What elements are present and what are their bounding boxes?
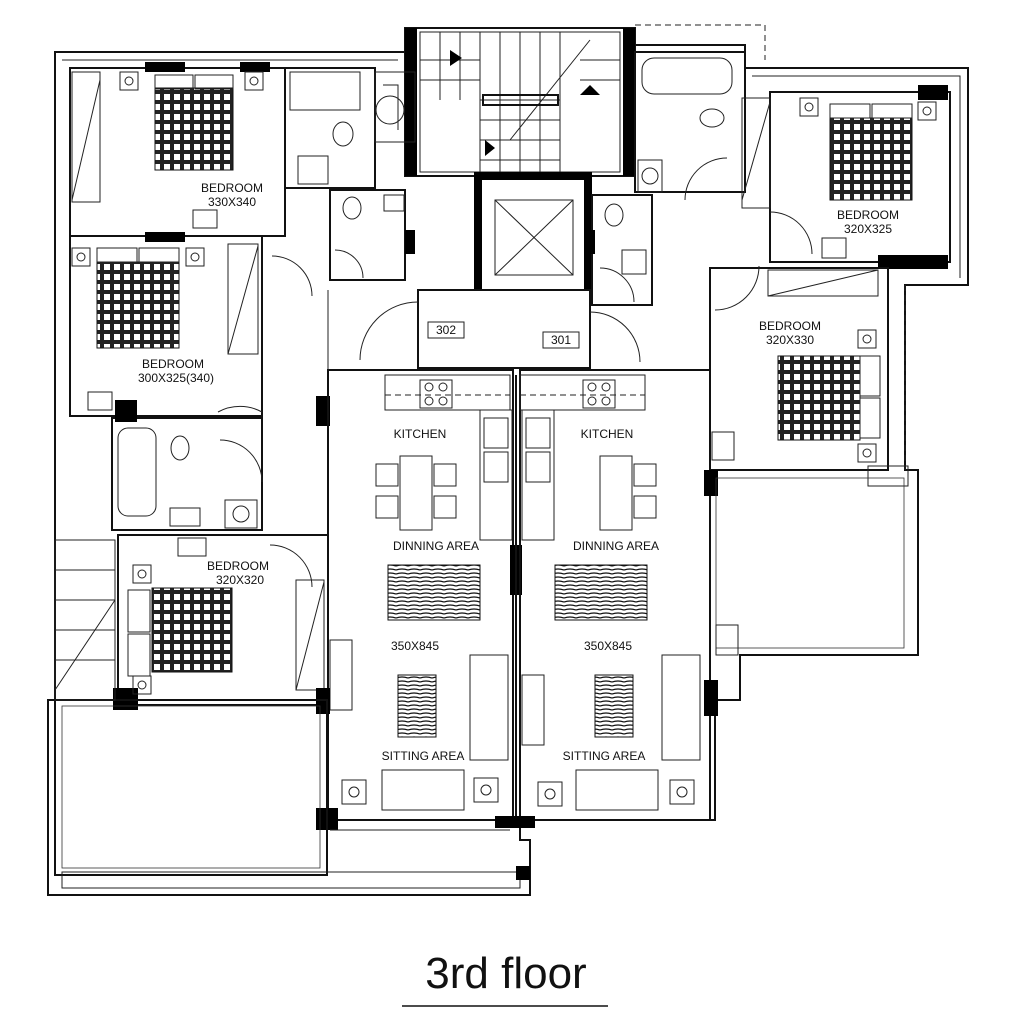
bedroom-c-name: BEDROOM	[207, 559, 269, 573]
staircase	[404, 27, 636, 177]
bedroom-a-name: BEDROOM	[201, 181, 263, 195]
lobby: 302 301	[359, 289, 641, 369]
bedroom-b-size: 300X325(340)	[138, 371, 214, 385]
bedroom-c-size: 320X320	[216, 573, 264, 587]
dining-right-label: DINNING AREA	[573, 539, 659, 553]
sitting-left-label: SITTING AREA	[382, 749, 465, 763]
exterior-stair	[54, 539, 116, 701]
bedroom-d-name: BEDROOM	[837, 208, 899, 222]
bedroom-e-name: BEDROOM	[759, 319, 821, 333]
apartment-302-label: 302	[436, 323, 456, 337]
bedroom-a-size: 330X340	[208, 195, 256, 209]
right-apartment: BEDROOM 320X325 BEDROOM 320X330 KITCHEN …	[495, 51, 951, 828]
apartment-301-label: 301	[551, 333, 571, 347]
sitting-right-label: SITTING AREA	[563, 749, 646, 763]
wheelchair-icon	[374, 71, 416, 143]
living-left-size: 350X845	[391, 639, 439, 653]
elevator-shaft	[474, 172, 592, 291]
living-right-size: 350X845	[584, 639, 632, 653]
left-apartment: BEDROOM 330X340 BEDROOM 300X325(340	[54, 62, 530, 889]
floor-title: 3rd floor	[425, 949, 586, 998]
kitchen-left-label: KITCHEN	[394, 427, 447, 441]
bedroom-d-size: 320X325	[844, 222, 892, 236]
bedroom-b-name: BEDROOM	[142, 357, 204, 371]
dining-left-label: DINNING AREA	[393, 539, 479, 553]
bedroom-e-size: 320X330	[766, 333, 814, 347]
kitchen-right-label: KITCHEN	[581, 427, 634, 441]
